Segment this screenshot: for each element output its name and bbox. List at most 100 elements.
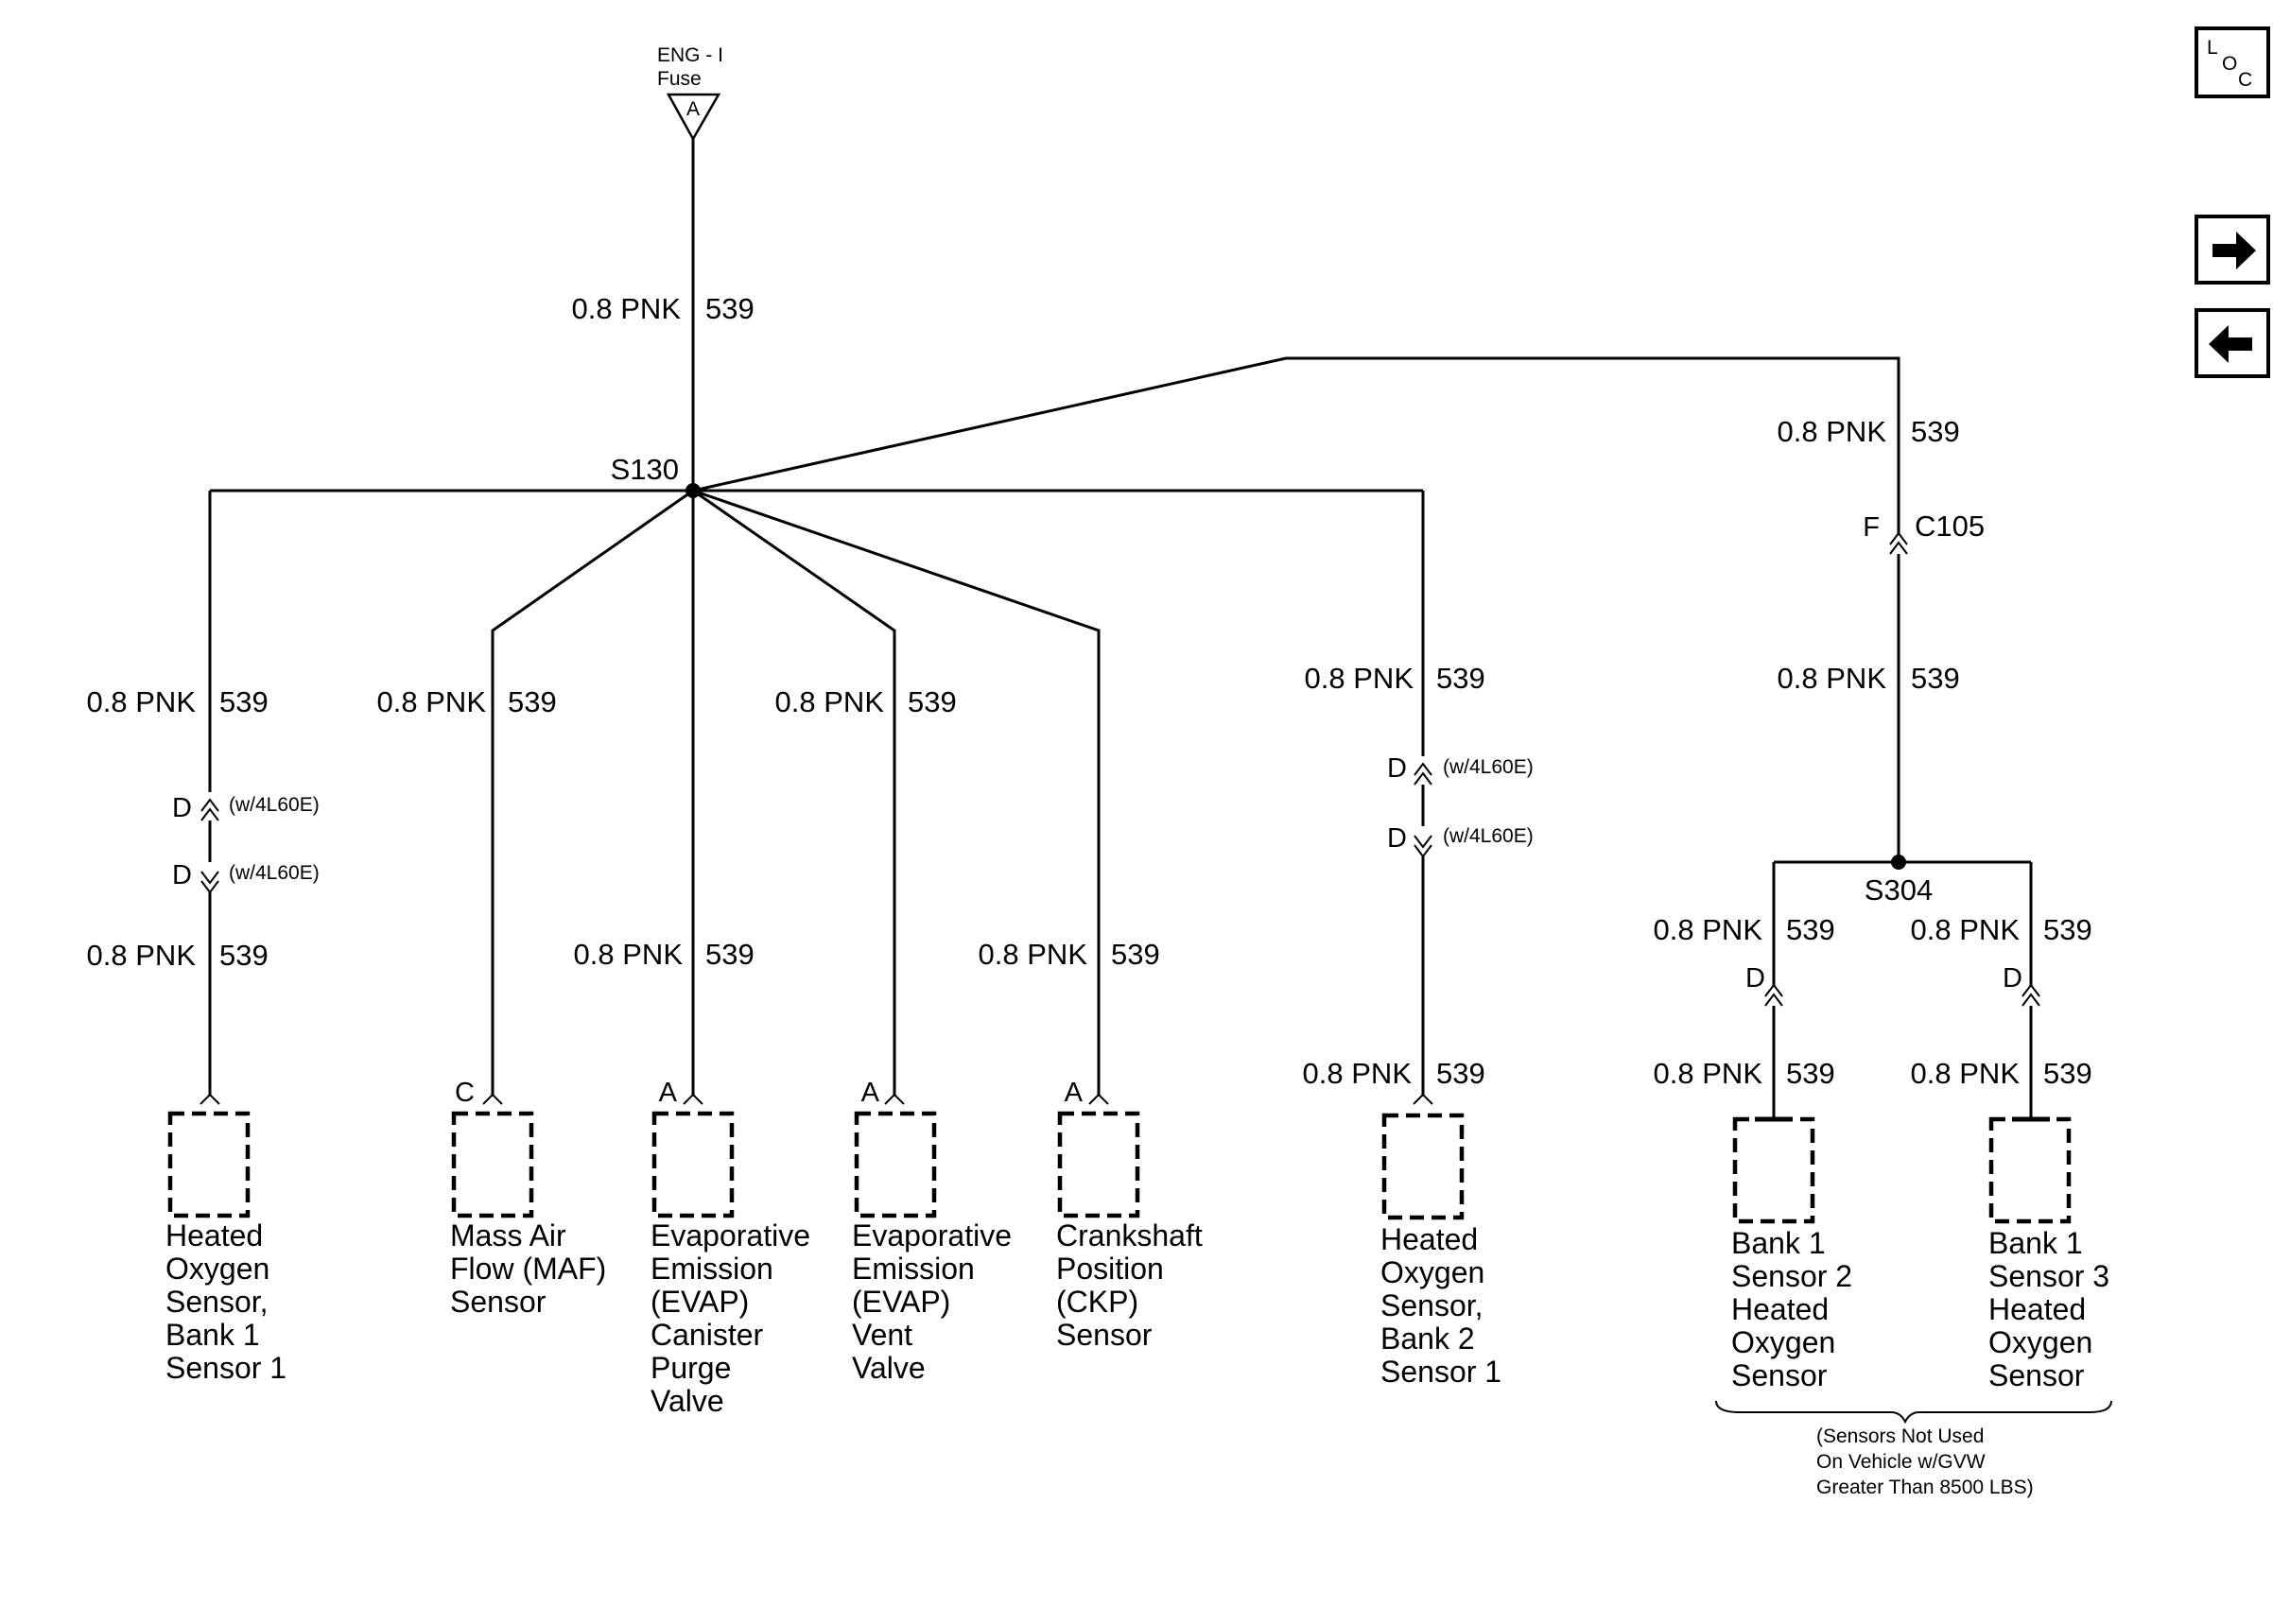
branch-7-connector: [1764, 983, 1783, 997]
loc-letter-c: C: [2238, 69, 2252, 91]
branch-1-upper-circuit: 539: [219, 685, 269, 718]
next-page-button[interactable]: [2195, 215, 2270, 285]
branch-6-lower-color: 0.8 PNK: [1303, 1057, 1413, 1090]
splice-s304-dot: [1891, 855, 1906, 870]
branch-6-cavity-bottom: D: [1387, 823, 1407, 854]
branch-1-cavity-bottom: D: [172, 860, 192, 890]
component-2-pin: C: [455, 1078, 475, 1108]
component-5-box: [1057, 1111, 1140, 1218]
branch-6-connector-top: [1414, 762, 1432, 776]
component-4-pin: A: [861, 1078, 880, 1108]
branch-1-condition-top: (w/4L60E): [229, 794, 320, 816]
component-4-box: [854, 1111, 937, 1218]
branch-6-connector-top-2: [1414, 771, 1432, 786]
component-1-name: Heated Oxygen Sensor, Bank 1 Sensor 1: [165, 1218, 286, 1385]
branch-7-upper-circuit: 539: [1786, 913, 1835, 946]
fuse-pin-triangle: [666, 93, 721, 142]
branch-4-wire: [692, 489, 896, 1097]
c105-name: C105: [1915, 510, 1985, 543]
c105-connector-2: [1889, 541, 1908, 555]
branch-8-lower-color: 0.8 PNK: [1911, 1057, 2021, 1090]
component-6-name: Heated Oxygen Sensor, Bank 2 Sensor 1: [1380, 1222, 1501, 1389]
branch-8-cavity: D: [2003, 963, 2022, 993]
branch-3-color: 0.8 PNK: [574, 938, 684, 971]
branch-5-wire: [692, 489, 1101, 1097]
splice-s304-label: S304: [1865, 873, 1933, 907]
component-2-box: [451, 1111, 534, 1218]
component-8-name: Bank 1 Sensor 3 Heated Oxygen Sensor: [1988, 1226, 2118, 1392]
branch-1-connector-top: [200, 798, 219, 812]
branch-3-circuit: 539: [705, 938, 755, 971]
splice-s130-label: S130: [611, 453, 679, 486]
component-3-pin: A: [659, 1078, 678, 1108]
branch-7-connector-2: [1764, 993, 1783, 1007]
branch-1-upper-color: 0.8 PNK: [87, 685, 197, 718]
branch-5-color: 0.8 PNK: [979, 938, 1088, 971]
component-4-name: Evaporative Emission (EVAP) Vent Valve: [852, 1218, 1020, 1385]
arrow-right-icon: [2212, 232, 2256, 269]
branch-1-connector-top-2: [200, 807, 219, 821]
component-7-box: [1732, 1116, 1815, 1224]
fuse-name: ENG - I: [657, 44, 723, 66]
branch-2-circuit: 539: [508, 685, 557, 718]
component-3-box: [651, 1111, 735, 1218]
component-1-box: [167, 1111, 251, 1218]
loc-button[interactable]: L O C: [2195, 26, 2270, 98]
rear-upper-circuit: 539: [1911, 415, 1960, 448]
rear-lower-color: 0.8 PNK: [1778, 662, 1887, 695]
branch-6-upper-color: 0.8 PNK: [1305, 662, 1414, 695]
sensor-group-brace: [1715, 1400, 2112, 1425]
branch-7-cavity: D: [1745, 963, 1765, 993]
branch-5-pin-marker: [1088, 1093, 1109, 1105]
feed-wire-color: 0.8 PNK: [572, 292, 682, 325]
branch-6-condition-top: (w/4L60E): [1443, 756, 1534, 778]
component-5-name: Crankshaft Position (CKP) Sensor: [1056, 1218, 1211, 1352]
component-2-name: Mass Air Flow (MAF) Sensor: [450, 1218, 615, 1319]
branch-7-upper-color: 0.8 PNK: [1654, 913, 1763, 946]
component-8-box: [1988, 1116, 2072, 1224]
branch-1-cavity-top: D: [172, 793, 192, 823]
branch-8-upper-circuit: 539: [2043, 913, 2092, 946]
previous-page-button[interactable]: [2195, 308, 2270, 378]
branch-2-color: 0.8 PNK: [377, 685, 487, 718]
component-5-pin: A: [1065, 1078, 1084, 1108]
branch-5-circuit: 539: [1111, 938, 1160, 971]
branch-8-connector: [2021, 983, 2040, 997]
branch-1-condition-bottom: (w/4L60E): [229, 862, 320, 884]
branch-6-condition-bottom: (w/4L60E): [1443, 825, 1534, 847]
branch-1-connector-bottom: [200, 871, 219, 885]
loc-letter-l: L: [2207, 37, 2218, 59]
branch-7-lower-color: 0.8 PNK: [1654, 1057, 1763, 1090]
component-6-box: [1381, 1113, 1465, 1220]
rear-upper-color: 0.8 PNK: [1778, 415, 1887, 448]
branch-1-lower-color: 0.8 PNK: [87, 939, 197, 972]
c105-connector: [1889, 531, 1908, 545]
branch-6-cavity-top: D: [1387, 753, 1407, 784]
component-7-name: Bank 1 Sensor 2 Heated Oxygen Sensor: [1731, 1226, 1861, 1392]
branch-6-connector-bottom: [1414, 835, 1432, 849]
branch-2-wire: [491, 489, 694, 1097]
branch-8-upper-color: 0.8 PNK: [1911, 913, 2021, 946]
branch-6-pin-marker: [1413, 1093, 1433, 1105]
loc-letter-o: O: [2222, 53, 2237, 75]
rear-lower-circuit: 539: [1911, 662, 1960, 695]
arrow-left-icon: [2209, 325, 2252, 363]
branch-1-pin-marker: [200, 1093, 220, 1105]
sensor-group-note: (Sensors Not Used On Vehicle w/GVW Great…: [1816, 1425, 2034, 1498]
branch-4-color: 0.8 PNK: [775, 685, 885, 718]
c105-cavity: F: [1863, 512, 1880, 543]
branch-6-upper-circuit: 539: [1436, 662, 1485, 695]
branch-4-pin-marker: [884, 1093, 905, 1105]
feed-wire-circuit: 539: [705, 292, 755, 325]
branch-7-lower-circuit: 539: [1786, 1057, 1835, 1090]
fuse-pin: A: [686, 98, 700, 120]
branch-2-pin-marker: [482, 1093, 503, 1105]
branch-6-lower-circuit: 539: [1436, 1057, 1485, 1090]
branch-8-lower-circuit: 539: [2043, 1057, 2092, 1090]
rear-branch-wire: [692, 356, 1900, 535]
branch-4-circuit: 539: [908, 685, 957, 718]
branch-1-lower-circuit: 539: [219, 939, 269, 972]
branch-3-pin-marker: [683, 1093, 703, 1105]
fuse-label: Fuse: [657, 68, 702, 90]
